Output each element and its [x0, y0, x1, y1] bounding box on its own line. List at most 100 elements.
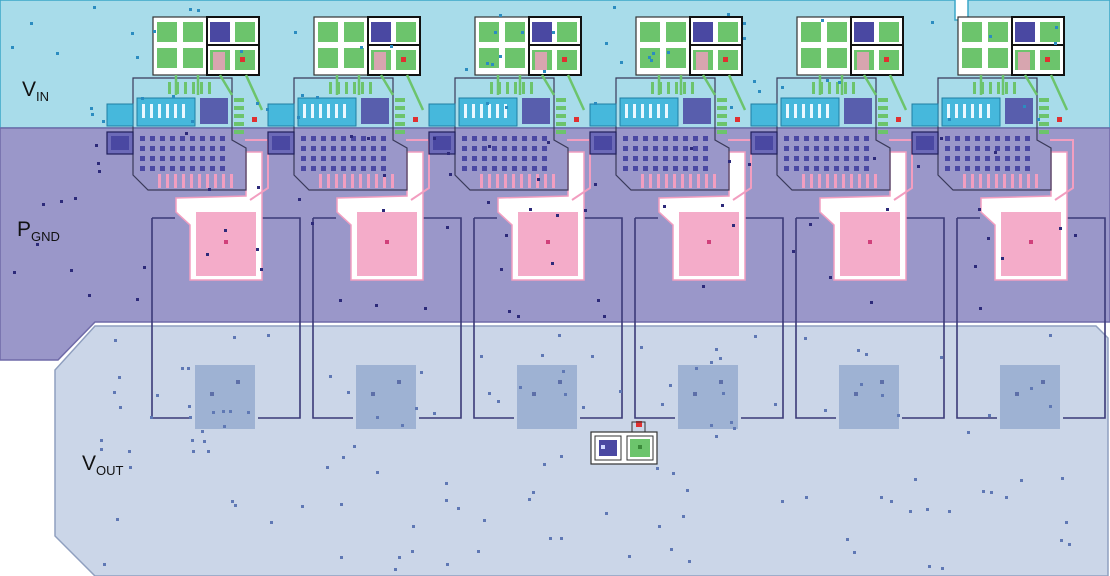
- ic-pin: [691, 82, 694, 94]
- vin-stitch-via: [758, 90, 761, 93]
- ic-via: [512, 166, 517, 171]
- vin-stitch-via: [730, 106, 733, 109]
- vin-stitch-via: [931, 21, 934, 24]
- vout-stitch-via: [528, 498, 531, 501]
- phase-cell-6: [911, 16, 1106, 429]
- gate-finger: [504, 174, 507, 188]
- ic-via: [804, 146, 809, 151]
- ic-via: [633, 136, 638, 141]
- vin-stitch-via: [727, 13, 730, 16]
- pgnd-stitch-via: [98, 170, 101, 173]
- pgnd-stitch-via: [974, 265, 977, 268]
- vout-stitch-via: [722, 392, 725, 395]
- gate-finger: [359, 174, 362, 188]
- ic-via: [844, 136, 849, 141]
- vout-stitch-via: [477, 550, 480, 553]
- ic-via: [492, 166, 497, 171]
- gate-finger: [641, 174, 644, 188]
- gate-finger: [319, 174, 322, 188]
- inductor-via: [210, 392, 214, 396]
- ic-via: [804, 156, 809, 161]
- ic-via: [653, 136, 658, 141]
- sw-trace-left: [473, 218, 514, 419]
- ic-pin: [844, 82, 847, 94]
- gate-finger: [713, 174, 716, 188]
- ic-via: [321, 156, 326, 161]
- ic-via: [160, 146, 165, 151]
- pgnd-stitch-via: [517, 315, 520, 318]
- vout-stitch-via: [558, 334, 561, 337]
- vin-stitch-via: [667, 51, 670, 54]
- vout-stitch-via: [710, 424, 713, 427]
- ic-via: [472, 136, 477, 141]
- cap-pad: [879, 22, 899, 42]
- ic-pin: [522, 82, 525, 94]
- pgnd-stitch-via: [663, 205, 666, 208]
- ic-via: [985, 156, 990, 161]
- ic-via: [673, 156, 678, 161]
- cap-trace: [657, 74, 747, 111]
- ic-via: [854, 136, 859, 141]
- sw-trace-left: [634, 218, 675, 419]
- vout-stitch-via: [519, 386, 522, 389]
- pgnd-stitch-via: [256, 248, 259, 251]
- ic-via: [955, 156, 960, 161]
- pgnd-stitch-via: [224, 229, 227, 232]
- ic-via: [814, 166, 819, 171]
- vout-stitch-via: [329, 375, 332, 378]
- vin-stitch-via: [1054, 42, 1057, 45]
- pgnd-side-pad-inner: [916, 136, 934, 150]
- vout-stitch-via: [231, 500, 234, 503]
- gate-finger: [1003, 174, 1006, 188]
- vin-via-finger: [826, 104, 829, 118]
- ic-via: [794, 166, 799, 171]
- vin-stitch-via: [294, 31, 297, 34]
- cap-pad: [801, 22, 821, 42]
- vin-via-finger: [488, 104, 491, 118]
- sw-trace-right: [741, 217, 784, 419]
- bootstrap-trace: [406, 139, 430, 201]
- cap-pink-pad: [535, 52, 547, 70]
- vout-stitch-via: [562, 370, 565, 373]
- ic-via: [623, 136, 628, 141]
- vout-plane: [54, 325, 1109, 576]
- ic-via: [190, 146, 195, 151]
- vin-via-finger: [174, 104, 177, 118]
- cap-pad: [396, 22, 416, 42]
- ic-via: [180, 146, 185, 151]
- ic-via: [693, 136, 698, 141]
- pgnd-stitch-via: [13, 271, 16, 274]
- ic-pin: [353, 82, 356, 94]
- gate-finger: [214, 174, 217, 188]
- vin-stitch-via: [652, 52, 655, 55]
- vout-stitch-via: [116, 518, 119, 521]
- ic-via: [311, 156, 316, 161]
- vout-stitch-via: [207, 450, 210, 453]
- pgnd-stitch-via: [339, 299, 342, 302]
- inductor-via: [880, 380, 884, 384]
- phase-cell-4: [589, 16, 784, 429]
- ic-via: [703, 166, 708, 171]
- ic-via: [522, 146, 527, 151]
- cap-pad: [962, 48, 982, 68]
- pgnd-side-pad-inner: [594, 136, 612, 150]
- ic-via: [794, 156, 799, 161]
- ic-via: [210, 166, 215, 171]
- vout-stitch-via: [445, 482, 448, 485]
- vin-stitch-via: [316, 96, 319, 99]
- gate-finger: [375, 174, 378, 188]
- ic-via: [210, 156, 215, 161]
- pgnd-stitch-via: [487, 201, 490, 204]
- vout-stitch-via: [113, 391, 116, 394]
- vin-stitch-via: [1023, 105, 1026, 108]
- inductor-via: [1015, 392, 1019, 396]
- gate-finger: [834, 174, 837, 188]
- gate-finger: [1011, 174, 1014, 188]
- ic-via: [653, 166, 658, 171]
- vout-stitch-via: [982, 490, 985, 493]
- pgnd-stitch-via: [594, 183, 597, 186]
- ic-via: [854, 146, 859, 151]
- ic-via: [220, 166, 225, 171]
